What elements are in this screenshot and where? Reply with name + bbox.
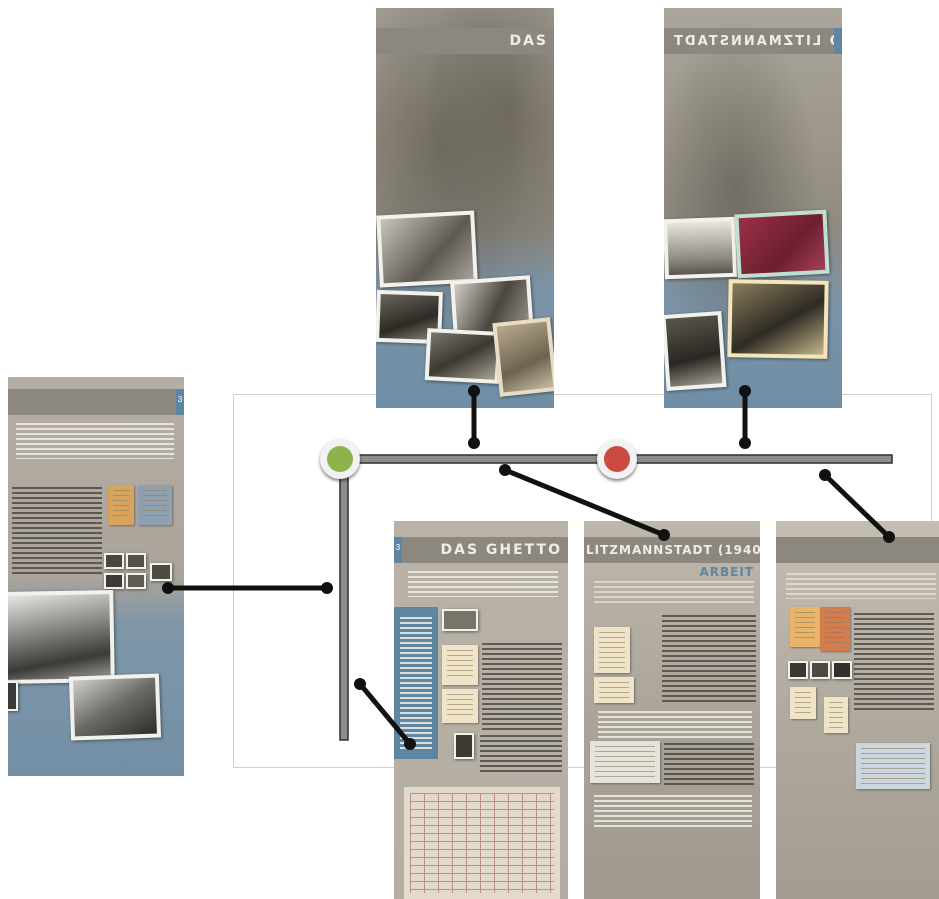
connector-dot[interactable]	[499, 464, 511, 476]
photo	[104, 573, 124, 589]
connector-dot[interactable]	[739, 437, 751, 449]
photo	[454, 733, 474, 759]
connector-line	[823, 473, 891, 539]
red-circle-icon	[604, 446, 630, 472]
panel-bottom-1[interactable]: DAS GHETTO 3	[394, 521, 568, 899]
document-image	[590, 741, 660, 783]
photo	[126, 573, 146, 589]
connector-dot[interactable]	[404, 738, 416, 750]
photo	[788, 661, 808, 679]
panel-top-left[interactable]: DAS	[376, 8, 554, 408]
panel-title: LITZMANNSTADT (1940-1941)	[586, 543, 760, 557]
intro-text	[408, 571, 558, 597]
connector-dot[interactable]	[468, 385, 480, 397]
quote-text	[598, 711, 752, 739]
green-circle-icon	[327, 446, 353, 472]
panel-number: 3	[395, 543, 401, 552]
document-image	[790, 687, 816, 719]
panel-title-band	[8, 389, 184, 415]
panel-title-band: LITZMANNSTADT (1940-1941)	[584, 537, 760, 563]
document-image	[790, 607, 820, 647]
connector-dot[interactable]	[739, 385, 751, 397]
document-image	[442, 645, 478, 685]
panel-title-band: DAS	[376, 28, 554, 54]
photo	[8, 681, 18, 711]
panel-subtitle: ARBEIT	[699, 565, 754, 579]
connector-dot[interactable]	[658, 529, 670, 541]
connector-dot[interactable]	[468, 437, 480, 449]
connector-dot[interactable]	[162, 582, 174, 594]
timeline-start-node[interactable]	[320, 439, 360, 479]
body-text	[662, 615, 756, 705]
body-text	[482, 643, 562, 733]
timeline-mid-node[interactable]	[597, 439, 637, 479]
panel-top-right[interactable]: DAS GHETTO LITZMANNSTADT	[664, 8, 842, 408]
connector-dot[interactable]	[883, 531, 895, 543]
intro-text	[786, 573, 936, 599]
photo	[442, 609, 478, 631]
photo	[832, 661, 852, 679]
document-image	[138, 485, 172, 525]
document-image	[824, 697, 848, 733]
body-text	[12, 487, 102, 577]
document-image	[442, 689, 478, 723]
document-image	[594, 677, 634, 703]
panel-title-band: DAS GHETTO	[394, 537, 568, 563]
photo	[150, 563, 172, 581]
panel-number: 3	[177, 395, 183, 404]
panel-left[interactable]: 3	[8, 377, 184, 776]
photo	[126, 553, 146, 569]
panel-title-band	[776, 537, 939, 563]
panel-title: DAS GHETTO	[440, 542, 562, 558]
quote-text	[400, 617, 432, 751]
register-document	[404, 787, 560, 899]
connector-dot[interactable]	[354, 678, 366, 690]
closing-text	[594, 795, 752, 827]
document-image	[594, 627, 630, 673]
document-image	[108, 485, 134, 525]
panel-title: DAS	[509, 33, 548, 49]
intro-text	[16, 423, 174, 459]
document-image	[856, 743, 930, 789]
intro-text	[594, 581, 754, 603]
panel-bottom-3[interactable]	[776, 521, 939, 899]
connector-dot[interactable]	[321, 582, 333, 594]
body-text	[480, 735, 562, 775]
photo	[104, 553, 124, 569]
body-text	[664, 743, 754, 785]
connector-dot[interactable]	[819, 469, 831, 481]
timeline-vertical-track	[339, 457, 349, 741]
connector-line	[358, 682, 412, 746]
document-image	[820, 607, 850, 651]
body-text	[854, 613, 934, 713]
connector-line	[504, 467, 665, 538]
photo	[810, 661, 830, 679]
panel-bottom-2[interactable]: LITZMANNSTADT (1940-1941) ARBEIT	[584, 521, 760, 899]
